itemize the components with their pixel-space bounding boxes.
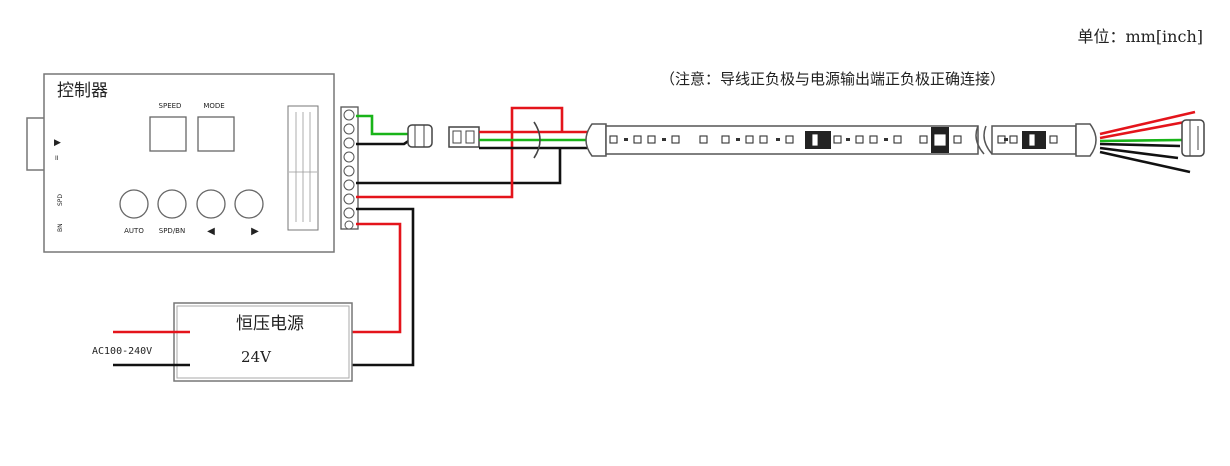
speed-display [149, 116, 187, 152]
spd-bn-button-label: SPD/BN [159, 227, 185, 235]
strip-resistors [624, 138, 1008, 141]
next-arrow-icon: ▶ [251, 226, 259, 237]
strip-end-wires [1099, 110, 1196, 174]
controller-side-mark-spd: SPD [57, 194, 64, 206]
controller-wires [346, 106, 564, 367]
auto-button[interactable] [119, 189, 149, 219]
controller-body [43, 73, 335, 253]
strip-lead-wires [479, 130, 592, 150]
male-connector [448, 126, 480, 148]
female-connector [407, 124, 433, 148]
end-connector [1181, 119, 1205, 157]
ac-input-wires [113, 330, 190, 367]
controller-side-mark-arrow: ▶ [54, 138, 61, 148]
power-supply-voltage: 24V [241, 348, 272, 366]
controller-side-mark-pause: II [55, 155, 59, 162]
led-strip [585, 123, 1097, 157]
prev-button[interactable] [196, 189, 226, 219]
mode-display-label: MODE [203, 102, 224, 110]
lead-clip-mark [533, 121, 541, 159]
unit-label: 单位：mm[inch] [1077, 27, 1203, 46]
spd-bn-button[interactable] [157, 189, 187, 219]
wiring-note: （注意：导线正负极与电源输出端正负极正确连接） [660, 70, 1005, 88]
terminal-screws [343, 109, 355, 230]
speed-display-label: SPEED [159, 102, 182, 110]
controller-side-mark-bn: BN [57, 223, 64, 232]
controller-title: 控制器 [57, 81, 108, 101]
power-supply-title: 恒压电源 [236, 314, 304, 334]
strip-break-mark [975, 125, 993, 155]
prev-arrow-icon: ◀ [207, 226, 215, 237]
mode-display [197, 116, 235, 152]
controller: 控制器 ▶ II SPD BN SPEED MODE AUTO SPD/BN ◀… [26, 73, 359, 253]
next-button[interactable] [234, 189, 264, 219]
auto-button-label: AUTO [124, 227, 144, 235]
led-chips [609, 135, 1058, 144]
power-supply: 恒压电源 24V [173, 302, 353, 382]
power-supply-body [173, 302, 353, 382]
ac-input-label: AC100-240V [92, 346, 152, 357]
